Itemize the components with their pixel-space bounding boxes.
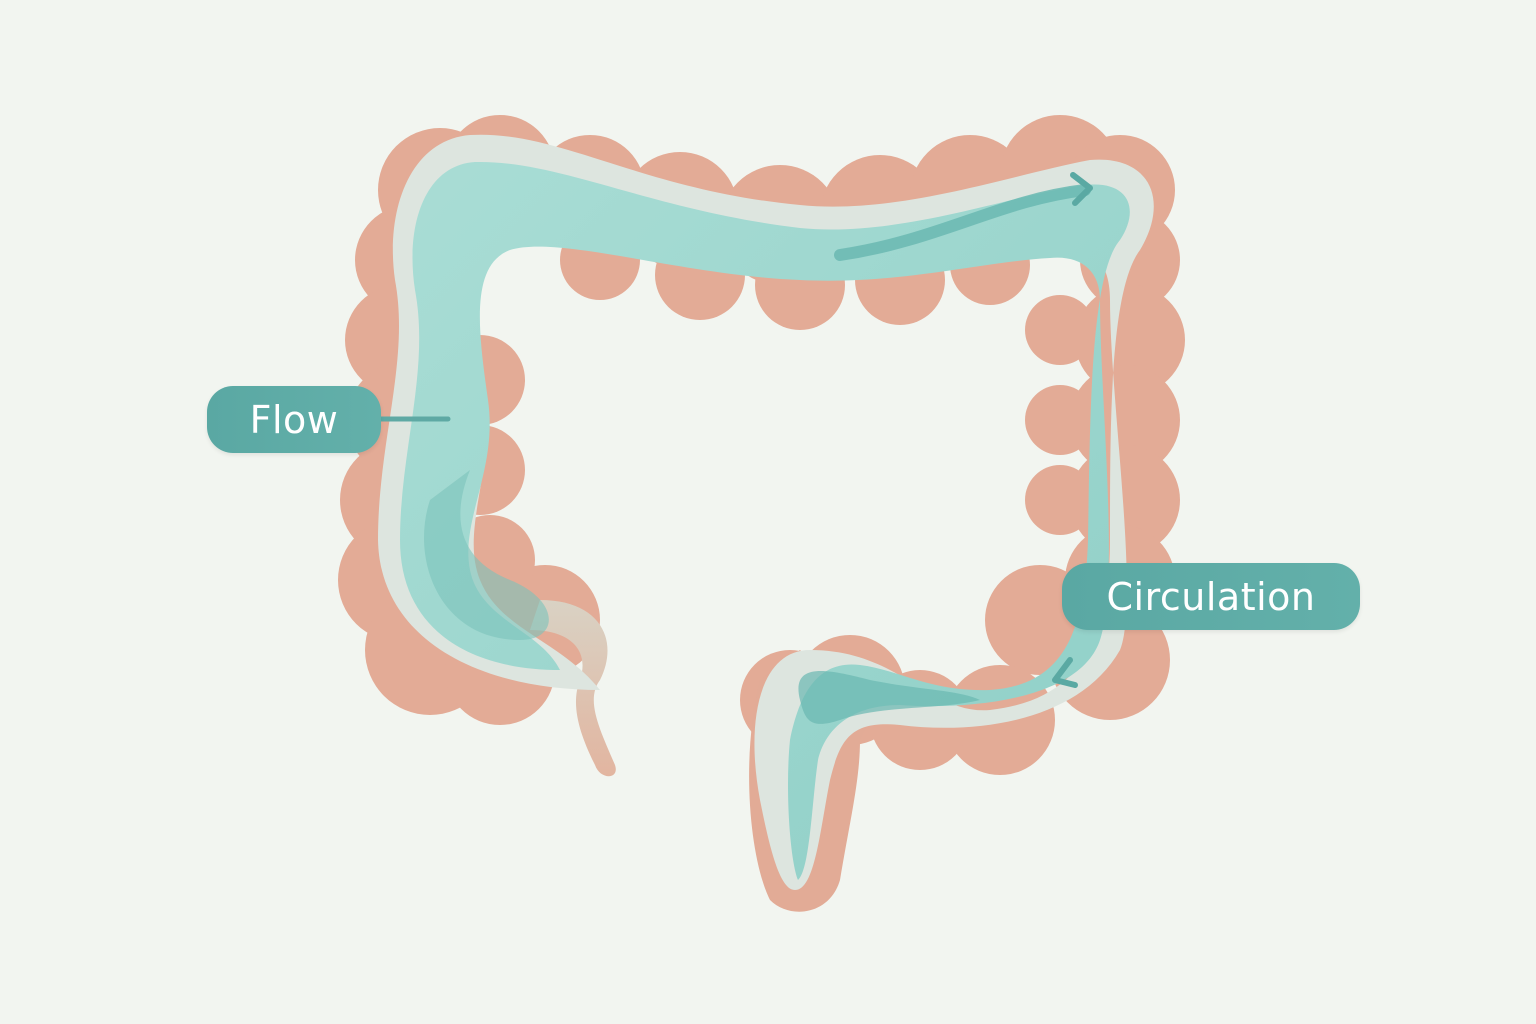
appendix: [530, 600, 616, 777]
circulation-label: Circulation: [1062, 563, 1360, 630]
flow-label-text: Flow: [249, 397, 339, 442]
flow-streak: [424, 470, 549, 640]
arrow-head-icon: [1052, 657, 1078, 688]
arrow-head-icon: [1070, 172, 1093, 206]
flow-label: Flow: [207, 386, 381, 453]
flow-streak: [798, 671, 980, 724]
circulation-label-text: Circulation: [1106, 574, 1316, 619]
transverse-flow-arrow: [834, 184, 1091, 261]
